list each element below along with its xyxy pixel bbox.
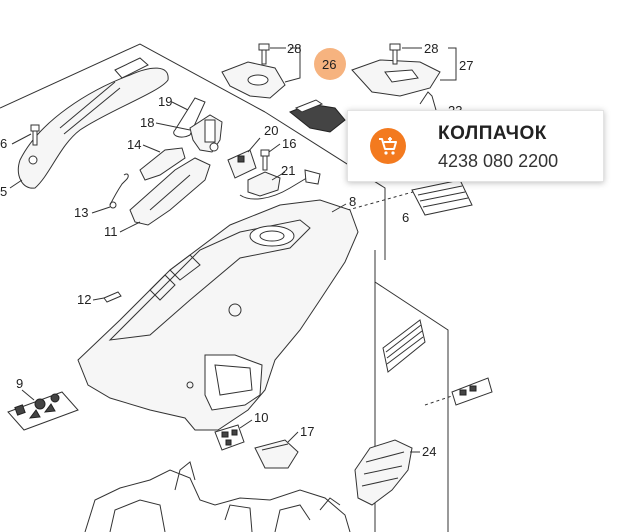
label-24[interactable]: 24	[422, 444, 436, 459]
leader-8	[331, 203, 347, 213]
add-to-cart-button[interactable]	[370, 128, 406, 164]
part-8-main-housing[interactable]	[77, 199, 359, 431]
part-26-cover[interactable]	[221, 61, 286, 99]
part-name: КОЛПАЧОК	[438, 123, 547, 144]
vent-grille	[382, 319, 426, 373]
leader-18	[155, 122, 191, 131]
leader-20	[247, 137, 261, 153]
label-14[interactable]: 14	[127, 137, 141, 152]
part-28-screw-right[interactable]	[389, 43, 401, 65]
leader-5	[9, 179, 23, 189]
part-9-warning-label[interactable]	[7, 391, 79, 431]
leader-9	[21, 389, 35, 401]
part-18-lever[interactable]	[189, 114, 223, 153]
part-20-electronics[interactable]	[227, 149, 257, 179]
label-10[interactable]: 10	[254, 410, 268, 425]
part-21-connector[interactable]	[239, 169, 321, 200]
part-cap-highlighted[interactable]	[289, 99, 346, 133]
highlight-circle-26[interactable]	[314, 48, 346, 80]
small-label-right	[451, 377, 493, 406]
part-14-trigger[interactable]	[139, 147, 186, 181]
label-11[interactable]: 11	[104, 224, 118, 239]
label-28-right[interactable]: 28	[424, 41, 438, 56]
part-info-popup[interactable]: КОЛПАЧОК 4238 080 2200	[347, 110, 604, 182]
label-5[interactable]: 5	[0, 184, 7, 199]
add-to-cart-icon	[379, 137, 397, 155]
leader-16	[268, 143, 281, 153]
label-20[interactable]: 20	[264, 123, 278, 138]
frame-outline-left	[0, 43, 266, 113]
frame-line-lower	[374, 281, 449, 532]
part-10-label[interactable]	[214, 424, 245, 451]
part-28-screw-left[interactable]	[258, 43, 270, 65]
leader-19	[171, 101, 189, 111]
part-6-screw-left[interactable]	[30, 124, 40, 146]
part-23-clip[interactable]	[419, 91, 437, 111]
leader-27-bracket	[440, 47, 457, 81]
part-19-clip[interactable]	[173, 97, 206, 138]
label-17[interactable]: 17	[300, 424, 314, 439]
leader-6	[11, 133, 32, 145]
label-6-left[interactable]: 6	[0, 136, 7, 151]
leader-dashed-right	[424, 389, 471, 406]
frame-outline-right	[264, 111, 386, 260]
leader-13	[91, 206, 111, 214]
label-27[interactable]: 27	[459, 58, 473, 73]
part-number: 4238 080 2200	[438, 151, 559, 171]
leader-26-bracket	[284, 47, 301, 83]
leader-12	[92, 297, 105, 301]
part-13-spring[interactable]	[109, 173, 129, 209]
label-9[interactable]: 9	[16, 376, 23, 391]
part-plate-right	[411, 179, 473, 216]
leader-21	[271, 171, 286, 181]
label-6-right[interactable]: 6	[402, 210, 409, 225]
label-19[interactable]: 19	[158, 94, 172, 109]
leader-14	[142, 144, 161, 153]
label-12[interactable]: 12	[77, 292, 91, 307]
part-11-switch-housing[interactable]	[129, 157, 211, 226]
label-21[interactable]: 21	[281, 163, 295, 178]
part-12-pin[interactable]	[103, 291, 122, 303]
label-26[interactable]: 26	[322, 57, 336, 72]
part-16-screw[interactable]	[260, 149, 270, 171]
lower-machine-sketch	[84, 461, 351, 532]
part-24-grip[interactable]	[354, 439, 413, 506]
label-18[interactable]: 18	[140, 115, 154, 130]
part-17-pad[interactable]	[254, 439, 299, 469]
leader-10	[239, 419, 253, 429]
part-27-cover[interactable]	[351, 59, 441, 97]
part-5-handle[interactable]	[17, 57, 169, 189]
leader-11	[119, 221, 141, 233]
leader-17	[287, 431, 299, 443]
label-16[interactable]: 16	[282, 136, 296, 151]
label-8[interactable]: 8	[349, 194, 356, 209]
label-28-left[interactable]: 28	[287, 41, 301, 56]
label-13[interactable]: 13	[74, 205, 88, 220]
